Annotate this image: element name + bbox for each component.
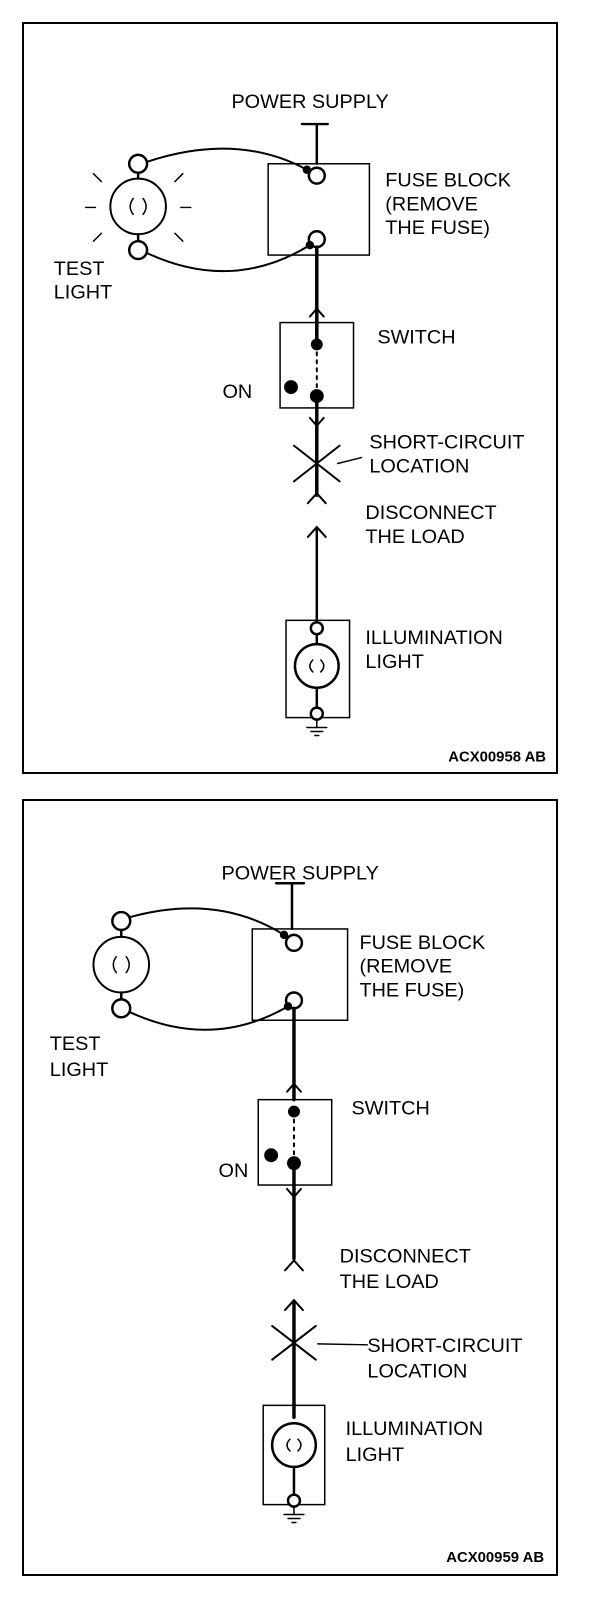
short-circuit-label-2: LOCATION [369,455,469,477]
switch-contact-top [288,1105,300,1118]
switch-contact-top [310,338,323,351]
switch-on-label: ON [223,381,253,403]
fuse-terminal-top [284,933,304,953]
test-light-filament [112,955,130,974]
connector-disconnect-lower [306,525,327,538]
fuse-block-label-1: FUSE BLOCK [385,170,511,192]
test-lead-top [129,907,286,936]
connector-disconnect-upper [284,1258,304,1272]
illumination-label-1: ILLUMINATION [346,1418,483,1440]
short-circuit-label-1: SHORT-CIRCUIT [367,1335,522,1357]
figure-code: ACX00958 AB [448,749,546,765]
short-circuit-label-1: SHORT-CIRCUIT [369,432,524,454]
fuse-block-label-1: FUSE BLOCK [359,932,485,954]
disconnect-label-1: DISCONNECT [340,1245,471,1267]
test-light-bulb [92,935,151,994]
circuit-diagram-2: POWER SUPPLY FUSE BLOCK (REMOVE THE FUSE… [50,862,545,1566]
test-light-terminal-bottom [127,239,149,261]
lamp-terminal-top [309,621,324,636]
short-circuit-pointer [317,1343,369,1346]
circuit-diagram-1: POWER SUPPLY FUSE BLOCK (REMOVE THE FUSE… [54,91,547,765]
test-light-label-2: LIGHT [50,1059,108,1081]
connector-disconnect-lower [284,1298,304,1312]
disconnect-label-2: THE LOAD [340,1271,439,1293]
illumination-lamp-filament [286,1438,302,1452]
test-light-label-2: LIGHT [54,282,112,304]
short-circuit-pointer [336,456,363,465]
test-light-terminal-top [127,153,149,174]
switch-on-label: ON [219,1160,249,1182]
illumination-label-2: LIGHT [365,651,423,673]
switch-contact-bottom [287,1156,301,1171]
test-light-terminal-bottom [111,998,132,1019]
test-lead-top [146,147,308,171]
fuse-block-label-2: (REMOVE [359,956,452,978]
fuse-block-box [251,928,349,1022]
fuse-terminal-top [307,166,326,185]
test-light-filament [129,197,147,216]
connector-disconnect-upper [306,491,327,505]
illumination-lamp-bulb [270,1421,318,1469]
test-light-label-1: TEST [50,1033,101,1055]
switch-on-marker [284,380,298,395]
test-light-glow [84,172,192,242]
test-light-terminal-top [111,910,132,932]
diagram-panel-1: POWER SUPPLY FUSE BLOCK (REMOVE THE FUSE… [22,22,558,774]
illumination-lamp-filament [309,659,325,673]
connector-switch-in [286,1082,302,1093]
fuse-block-label-3: THE FUSE) [359,979,464,1001]
test-lead-bottom [129,1005,290,1031]
figure-code: ACX00959 AB [446,1550,544,1566]
test-light-bulb [109,177,167,236]
switch-on-marker [264,1148,279,1163]
disconnect-label-2: THE LOAD [365,526,464,548]
illumination-label-1: ILLUMINATION [365,627,502,649]
illumination-lamp-bulb [293,642,340,690]
lamp-terminal-bottom [309,706,324,721]
short-circuit-mark-b [271,1324,317,1361]
power-supply-label: POWER SUPPLY [222,862,379,884]
diagram-panel-2: POWER SUPPLY FUSE BLOCK (REMOVE THE FUSE… [22,799,558,1576]
illumination-label-2: LIGHT [346,1444,404,1466]
short-circuit-label-2: LOCATION [367,1361,467,1383]
disconnect-label-1: DISCONNECT [365,502,496,524]
fuse-block-box [267,163,371,256]
fuse-block-label-3: THE FUSE) [385,217,490,239]
connector-switch-out [308,416,325,428]
test-lead-bottom [146,244,311,273]
connector-switch-in [308,307,325,318]
test-light-label-1: TEST [54,258,105,280]
power-supply-label: POWER SUPPLY [231,91,388,113]
fuse-block-label-2: (REMOVE [385,193,478,215]
switch-contact-bottom [309,389,324,403]
lamp-terminal-bottom [286,1493,302,1508]
switch-label: SWITCH [377,326,455,348]
connector-switch-out [286,1187,302,1199]
switch-label: SWITCH [352,1098,430,1120]
